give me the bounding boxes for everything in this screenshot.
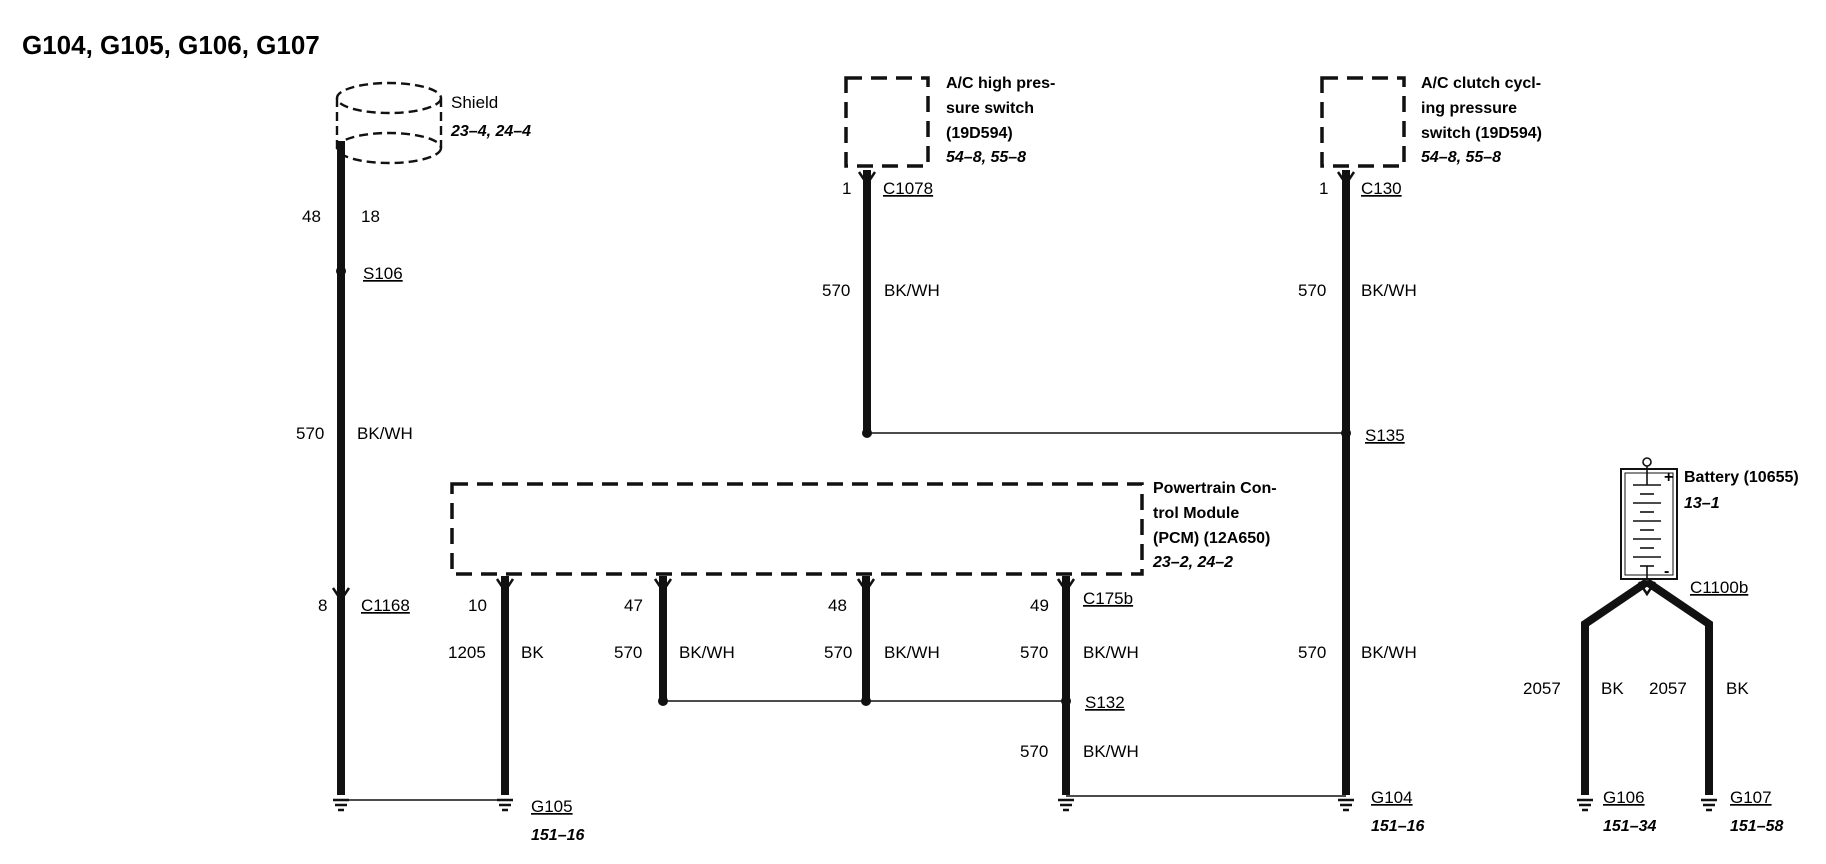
connector-pin-label: 8 [318,596,327,615]
battery-icon [1620,457,1678,582]
wire-color-label: BK/WH [679,643,735,662]
wire-color-label: BK/WH [1361,643,1417,662]
page-title: G104, G105, G106, G107 [22,30,320,60]
wire-circuit-label: 48 [302,207,321,226]
wire-circuit-label: 1205 [448,643,486,662]
ac-clutch-ref: 54–8, 55–8 [1421,149,1501,166]
wire-color-label: BK/WH [1083,643,1139,662]
connector-pin-icon [1056,578,1076,594]
shield-label: Shield [451,93,498,112]
ac-high-label-line1: A/C high pres- [946,75,1055,92]
wire-circuit-label: 570 [614,643,642,662]
pcm-label-line3: (PCM) (12A650) [1153,530,1270,547]
wire-circuit-label: 570 [1298,281,1326,300]
wire-circuit-label: 570 [1020,742,1048,761]
splice-s135-label: S135 [1365,426,1405,445]
battery-label: Battery (10655) [1684,469,1799,486]
wire-color-label: BK/WH [884,281,940,300]
connector-c175b-label: C175b [1083,589,1133,608]
ground-icon [1577,798,1593,812]
connector-pin-label: 1 [842,179,851,198]
wire-color-label: 18 [361,207,380,226]
ac-clutch-label-line3: switch (19D594) [1421,125,1542,142]
ground-g104-ref: 151–16 [1371,818,1424,835]
wire-circuit-label: 2057 [1649,679,1687,698]
ground-icon [333,798,349,812]
battery-minus-label: - [1664,563,1669,580]
connector-c1100b-icon [1637,581,1657,597]
wire-battery-g107 [1644,578,1713,795]
connector-pin-label: 48 [828,596,847,615]
wire-circuit-label: 570 [824,643,852,662]
connector-c1168-label: C1168 [361,596,410,615]
wire-color-label: BK/WH [1083,742,1139,761]
ground-icon [1058,798,1074,812]
battery-plus-label: + [1664,469,1673,486]
connector-c1078-icon [857,171,877,187]
connector-c130-label: C130 [1361,179,1402,198]
connector-pin-label: 1 [1319,179,1328,198]
pcm-label-line1: Powertrain Con- [1153,480,1277,497]
wire-color-label: BK [1601,679,1624,698]
battery-ref: 13–1 [1684,495,1720,512]
connector-c1078-label: C1078 [883,179,933,198]
connector-c130-icon [1336,171,1356,187]
ground-icon [1701,798,1717,812]
ground-g106-label: G106 [1603,788,1645,807]
ac-high-label-line3: (19D594) [946,125,1013,142]
splice-s135-dot [1341,428,1351,438]
shield-ref: 23–4, 24–4 [450,123,531,140]
connector-pin-icon [856,578,876,594]
wire-color-label: BK [1726,679,1749,698]
wire-circuit-label: 570 [1020,643,1048,662]
connector-c1168-icon [331,587,351,603]
ac-high-pressure-switch-box [844,76,930,168]
wire-battery-g106 [1581,578,1650,795]
connector-pin-label: 10 [468,596,487,615]
pcm-label-line2: trol Module [1153,505,1239,522]
ac-high-ref: 54–8, 55–8 [946,149,1026,166]
ground-g105-ref: 151–16 [531,827,584,844]
ground-g106-ref: 151–34 [1603,818,1656,835]
ground-icon [1338,798,1354,812]
connector-pin-label: 49 [1030,596,1049,615]
wire-color-label: BK/WH [1361,281,1417,300]
ground-icon [497,798,513,812]
wire-circuit-label: 570 [296,424,324,443]
pcm-module-box [450,482,1144,576]
ground-g107-label: G107 [1730,788,1772,807]
connector-pin-icon [495,578,515,594]
ac-clutch-switch-box [1320,76,1406,168]
wire-color-label: BK/WH [357,424,413,443]
splice-s132-label: S132 [1085,693,1125,712]
ac-high-label-line2: sure switch [946,100,1034,117]
ground-g107-ref: 151–58 [1730,818,1783,835]
ground-g104-label: G104 [1371,788,1413,807]
ac-clutch-label-line1: A/C clutch cycl- [1421,75,1541,92]
wire-circuit-label: 570 [1298,643,1326,662]
wire-circuit-label: 2057 [1523,679,1561,698]
wire-circuit-label: 570 [822,281,850,300]
wire-color-label: BK/WH [884,643,940,662]
connector-pin-icon [653,578,673,594]
ground-g105-label: G105 [531,797,573,816]
connector-c1100b-label: C1100b [1690,578,1748,597]
wire-color-label: BK [521,643,544,662]
splice-s106-label: S106 [363,264,403,283]
connector-pin-label: 47 [624,596,643,615]
splice-s106-dot [336,266,346,276]
shield-icon [335,81,443,165]
pcm-ref: 23–2, 24–2 [1152,554,1233,571]
ac-clutch-label-line2: ing pressure [1421,100,1517,117]
